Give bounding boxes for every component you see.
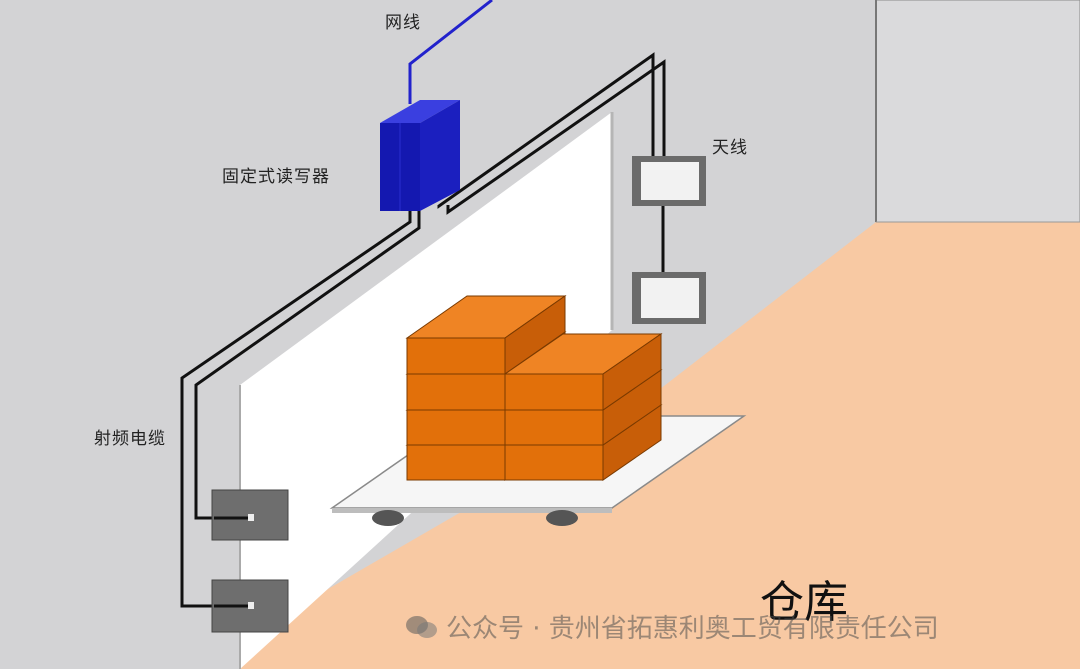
antenna-panel-left-lower (211, 579, 289, 633)
network-cable-label: 网线 (385, 13, 421, 33)
right-wall (875, 0, 1080, 223)
fixed-reader-device (380, 100, 460, 211)
box-left-4 (405, 295, 567, 375)
box-right-3 (503, 333, 663, 411)
antenna-panel-upper (632, 156, 706, 206)
rf-cable-lines (180, 52, 666, 608)
network-cable-line (408, 0, 493, 104)
warehouse-label: 仓库 (760, 577, 848, 628)
cargo-boxes (405, 295, 663, 481)
antenna-panel-left-upper (211, 489, 289, 541)
wechat-icon (406, 615, 437, 638)
watermark: 公众号 · 贵州省拓惠利奥工贸有限责任公司 (404, 608, 939, 645)
antenna-label: 天线 (712, 138, 748, 158)
antenna-panel-lower (632, 272, 706, 324)
rf-cable-label: 射频电缆 (94, 429, 166, 449)
fixed-reader-label: 固定式读写器 (222, 167, 330, 187)
watermark-text: 公众号 · 贵州省拓惠利奥工贸有限责任公司 (446, 614, 939, 644)
